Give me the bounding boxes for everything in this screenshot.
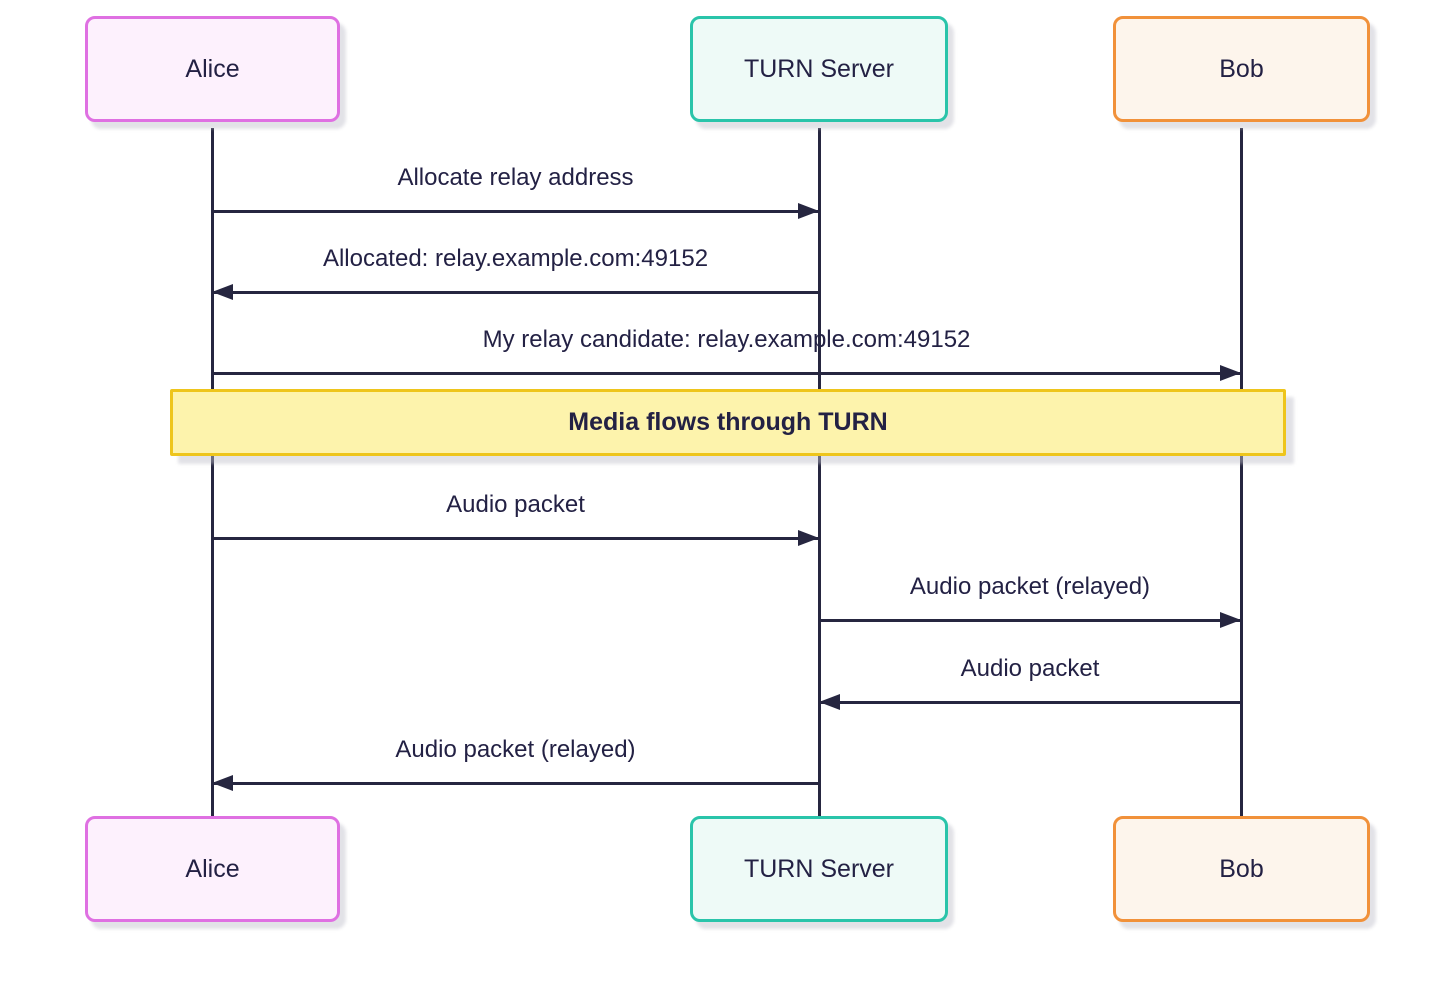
message-audio-packet-relayed-to-alice: Audio packet (relayed) [212,736,819,791]
arrow-line [212,782,819,785]
actor-turn-server-label: TURN Server [743,854,894,883]
arrow-line [212,372,1241,375]
actor-alice-label: Alice [185,54,240,83]
message-allocate-relay-address: Allocate relay address [212,164,819,219]
arrow-line [819,619,1241,622]
arrowhead-right-icon [798,203,819,219]
arrowhead-right-icon [798,530,819,546]
actor-alice-top: Alice [85,16,340,122]
arrowhead-right-icon [1220,612,1241,628]
lifeline-turn-server [818,128,821,817]
message-audio-packet-to-turn: Audio packet [212,491,819,546]
actor-alice-label: Alice [185,854,240,883]
lifeline-bob [1240,128,1243,817]
message-allocated-relay: Allocated: relay.example.com:49152 [212,245,819,300]
actor-bob-top: Bob [1113,16,1370,122]
arrowhead-right-icon [1220,365,1241,381]
arrowhead-left-icon [819,694,840,710]
message-label: My relay candidate: relay.example.com:49… [482,326,971,353]
message-label: Audio packet [446,491,585,518]
actor-bob-bottom: Bob [1113,816,1370,922]
message-label: Audio packet [960,655,1100,682]
message-label: Audio packet (relayed) [909,573,1151,600]
arrow-line [212,291,819,294]
actor-turn-server-bottom: TURN Server [690,816,948,922]
arrow-line [212,210,819,213]
note-media-flows-through-turn: Media flows through TURN [170,389,1286,456]
message-label: Allocate relay address [397,164,634,191]
actor-alice-bottom: Alice [85,816,340,922]
actor-bob-label: Bob [1219,854,1264,883]
arrow-line [819,701,1241,704]
message-relay-candidate: My relay candidate: relay.example.com:49… [212,326,1241,381]
note-label: Media flows through TURN [568,408,888,436]
message-audio-packet-to-turn-from-bob: Audio packet [819,655,1241,710]
message-label: Audio packet (relayed) [395,736,636,763]
actor-bob-label: Bob [1219,54,1264,83]
arrow-line [212,537,819,540]
arrowhead-left-icon [212,775,233,791]
actor-turn-server-label: TURN Server [743,54,894,83]
message-audio-packet-relayed-to-bob: Audio packet (relayed) [819,573,1241,628]
actor-turn-server-top: TURN Server [690,16,948,122]
lifeline-alice [211,128,214,817]
message-label: Allocated: relay.example.com:49152 [322,245,709,272]
arrowhead-left-icon [212,284,233,300]
